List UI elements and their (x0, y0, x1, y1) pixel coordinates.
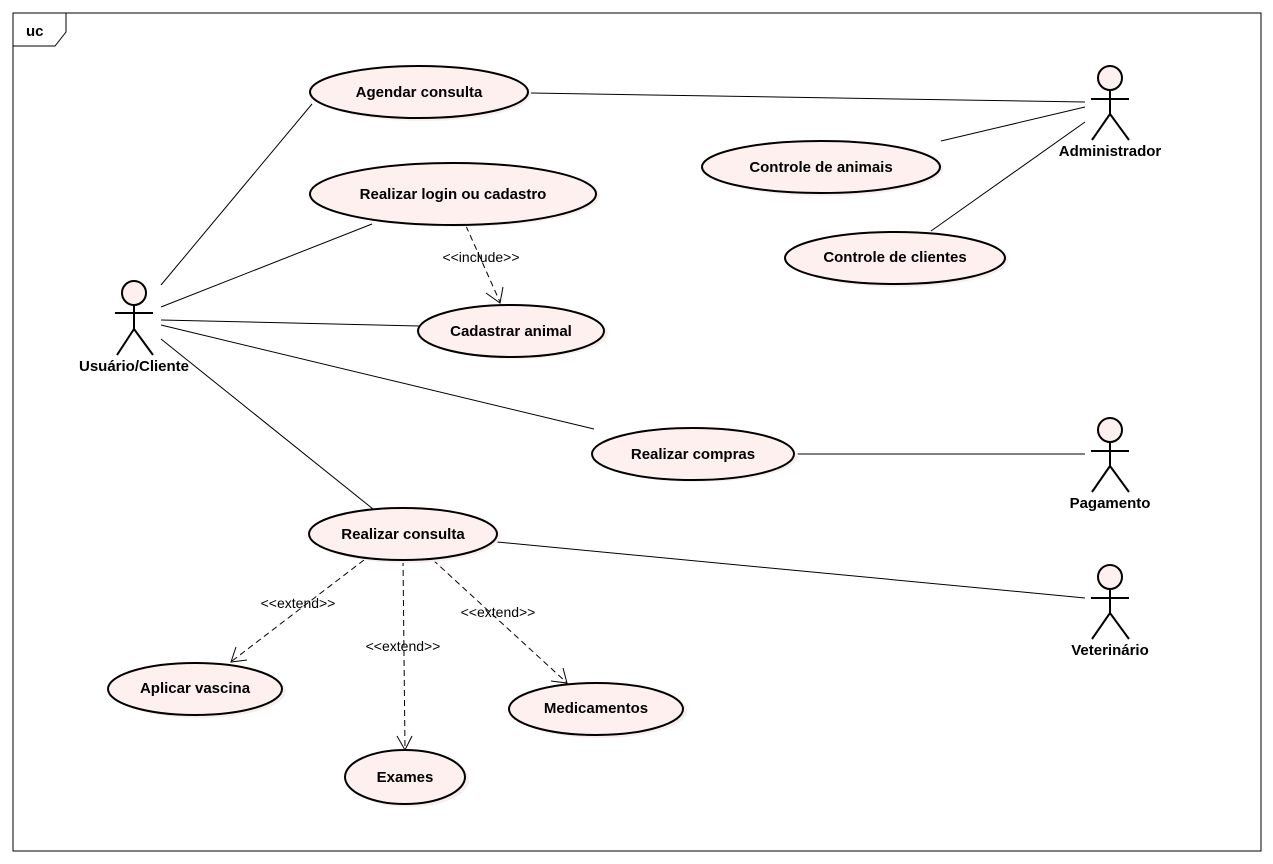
use-case-ellipse[interactable] (308, 507, 498, 561)
assoc-controle-clientes-administrador[interactable] (930, 121, 1086, 232)
use-case-ellipse[interactable] (508, 682, 684, 736)
assoc-agendar-administrador[interactable] (530, 92, 1086, 103)
include-label: <<include>> (442, 249, 519, 265)
assoc-usuario-agendar[interactable] (160, 103, 313, 286)
use-case-label: Realizar consulta (341, 526, 465, 543)
use-case-label: Medicamentos (544, 700, 648, 717)
use-case-ellipse[interactable] (309, 65, 529, 119)
extend-vascina-label: <<extend>> (261, 595, 336, 611)
assoc-usuario-consulta[interactable] (160, 338, 374, 510)
use-case-ellipse[interactable] (344, 749, 466, 805)
extend-medicamentos-label: <<extend>> (461, 604, 536, 620)
actor-head (1097, 65, 1123, 91)
actor-left-leg (1091, 612, 1111, 640)
actor-usuario-cliente[interactable]: Usuário/Cliente (79, 280, 189, 375)
actor-label: Usuário/Cliente (79, 358, 189, 375)
use-case-medicamentos[interactable]: Medicamentos (508, 682, 687, 738)
frame-label: uc (26, 23, 44, 40)
use-case-ellipse[interactable] (417, 304, 605, 358)
use-case-ellipse[interactable] (784, 231, 1006, 285)
diagram-frame (12, 12, 1262, 852)
use-case-ellipse[interactable] (107, 662, 283, 716)
actor-left-leg (116, 328, 135, 356)
use-case-label: Controle de clientes (823, 249, 966, 266)
actor-label: Veterinário (1071, 642, 1149, 659)
use-case-exames[interactable]: Exames (344, 749, 469, 807)
extend-medicamentos-arrowhead-icon (550, 667, 568, 684)
actor-left-leg (1091, 465, 1111, 493)
extend-exames-line[interactable] (402, 559, 406, 750)
extend-vascina-line[interactable] (231, 559, 365, 662)
assoc-usuario-cadastrar-animal[interactable] (160, 319, 420, 327)
use-case-realizar-consulta[interactable]: Realizar consulta (308, 507, 500, 563)
use-case-label: Aplicar vascina (140, 680, 251, 697)
use-case-label: Realizar login ou cadastro (360, 186, 547, 203)
use-case-realizar-login[interactable]: Realizar login ou cadastro (309, 162, 600, 227)
assoc-controle-animais-administrador[interactable] (940, 106, 1086, 142)
use-case-aplicar-vascina[interactable]: Aplicar vascina (107, 662, 286, 718)
use-case-label: Exames (377, 769, 434, 786)
extend-vascina-arrowhead-icon (230, 646, 248, 663)
actor-veterinario[interactable]: Veterinário (1071, 564, 1149, 659)
use-case-controle-animais[interactable]: Controle de animais (701, 140, 943, 196)
actor-administrador[interactable]: Administrador (1059, 65, 1162, 160)
extend-medicamentos-line[interactable] (432, 559, 567, 683)
include-dependency-line[interactable] (465, 225, 501, 303)
actor-right-leg (1109, 612, 1130, 640)
actor-right-leg (1109, 113, 1130, 141)
use-case-cadastrar-animal[interactable]: Cadastrar animal (417, 304, 608, 359)
assoc-usuario-compras[interactable] (160, 324, 595, 430)
actor-pagamento[interactable]: Pagamento (1070, 417, 1151, 512)
actor-head (121, 280, 147, 306)
assoc-usuario-login[interactable] (160, 223, 373, 308)
actor-head (1097, 564, 1123, 590)
actor-label: Pagamento (1070, 495, 1151, 512)
actor-right-leg (1109, 465, 1130, 493)
use-case-label: Realizar compras (631, 446, 755, 463)
actor-head (1097, 417, 1123, 443)
use-case-label: Cadastrar animal (450, 323, 572, 340)
use-case-realizar-compras[interactable]: Realizar compras (591, 427, 798, 482)
actor-left-leg (1091, 113, 1111, 141)
actor-right-leg (133, 328, 154, 356)
assoc-consulta-veterinario[interactable] (496, 541, 1086, 599)
actor-label: Administrador (1059, 143, 1162, 160)
use-case-controle-clientes[interactable]: Controle de clientes (784, 231, 1008, 287)
use-case-ellipse[interactable] (591, 427, 795, 481)
extend-exames-label: <<extend>> (366, 638, 441, 654)
use-case-ellipse[interactable] (309, 162, 597, 226)
use-case-label: Controle de animais (749, 159, 892, 176)
frame-tab (12, 12, 67, 47)
use-case-agendar-consulta[interactable]: Agendar consulta (309, 65, 531, 121)
associations (160, 92, 1086, 599)
include-arrowhead-icon (485, 286, 504, 304)
use-case-label: Agendar consulta (356, 84, 483, 101)
use-case-ellipse[interactable] (701, 140, 941, 194)
